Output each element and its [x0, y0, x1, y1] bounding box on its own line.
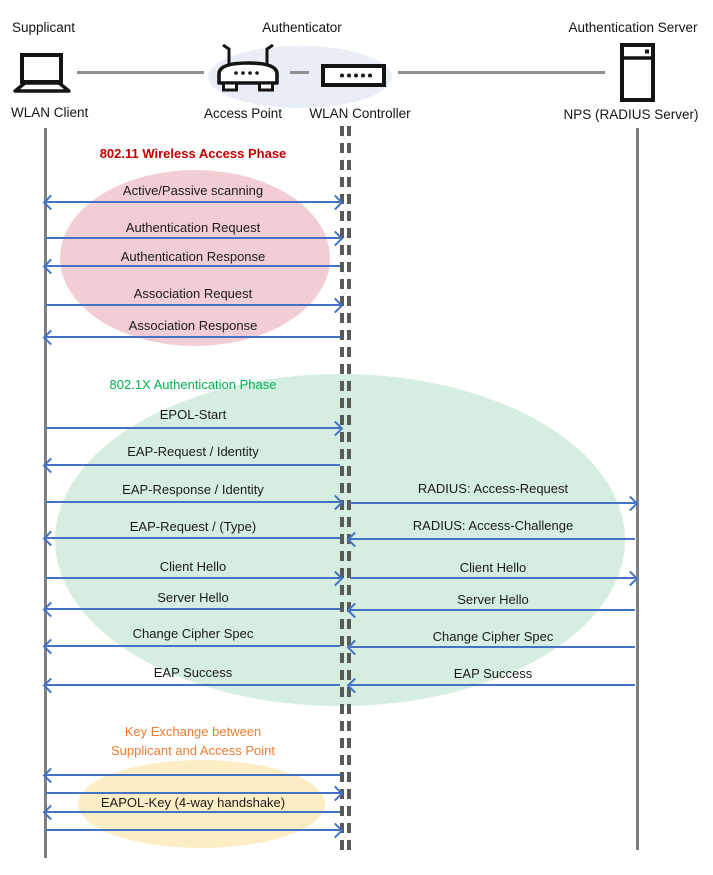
server-lifeline: [636, 128, 639, 850]
message-label-server-hello-right: Server Hello: [457, 592, 529, 607]
connector-controller-server: [398, 71, 605, 74]
label-access-point: Access Point: [203, 106, 283, 121]
message-label-client-hello-left: Client Hello: [159, 559, 227, 574]
arrow-client-hello-left: [46, 577, 340, 579]
arrow-radius-access-request: [350, 502, 635, 504]
message-label-authentication-response: Authentication Response: [120, 249, 266, 264]
arrow-eap-success-left: [46, 684, 340, 686]
message-label-eap-success-left: EAP Success: [153, 665, 233, 680]
arrow-server-hello-left: [46, 608, 340, 610]
laptop-icon: [13, 53, 71, 93]
phase1-ellipse: [60, 170, 330, 346]
arrow-epol-start: [46, 427, 340, 429]
message-label-eap-request-identity: EAP-Request / Identity: [127, 444, 259, 459]
wlan-controller-icon: [321, 64, 386, 87]
message-label-eap-request-type: EAP-Request / (Type): [129, 519, 257, 534]
phase3-title-line1: Key Exchange between: [124, 724, 262, 739]
server-icon: [620, 43, 655, 102]
arrow-authentication-request: [46, 237, 340, 239]
connector-client-ap: [77, 71, 204, 74]
message-label-change-cipher-spec-right: Change Cipher Spec: [432, 629, 554, 644]
message-label-radius-access-request: RADIUS: Access-Request: [417, 481, 569, 496]
arrow-authentication-response: [46, 265, 340, 267]
message-label-eap-response-identity: EAP-Response / Identity: [122, 482, 264, 497]
arrow-eapol-key-1: [46, 774, 340, 776]
arrow-association-response: [46, 336, 340, 338]
arrow-eapol-key-2: [46, 792, 340, 794]
message-label-server-hello-left: Server Hello: [157, 590, 229, 605]
role-authenticator: Authenticator: [262, 20, 342, 35]
arrow-change-cipher-spec-left: [46, 645, 340, 647]
arrow-eapol-key-4: [46, 829, 340, 831]
role-authentication-server: Authentication Server: [568, 20, 698, 35]
message-label-radius-access-challenge: RADIUS: Access-Challenge: [412, 518, 574, 533]
label-wlan-client: WLAN Client: [11, 105, 89, 120]
arrow-eap-success-right: [350, 684, 635, 686]
phase1-title: 802.11 Wireless Access Phase: [99, 146, 287, 161]
label-wlan-controller: WLAN Controller: [309, 106, 411, 121]
arrow-eapol-key-3: [46, 811, 340, 813]
supplicant-lifeline: [44, 128, 47, 858]
arrow-association-request: [46, 304, 340, 306]
phase2-title: 802.1X Authentication Phase: [109, 377, 277, 392]
message-label-authentication-request: Authentication Request: [125, 220, 261, 235]
label-nps-radius-server: NPS (RADIUS Server): [563, 107, 699, 122]
arrow-radius-access-challenge: [350, 538, 635, 540]
message-label-association-response: Association Response: [128, 318, 258, 333]
arrow-eap-request-type: [46, 537, 340, 539]
arrow-eap-request-identity: [46, 464, 340, 466]
arrow-scanning: [46, 201, 340, 203]
access-point-icon: [217, 44, 279, 92]
message-label-epol-start: EPOL-Start: [159, 407, 227, 422]
arrow-eap-response-identity: [46, 501, 340, 503]
connector-ap-controller: [290, 71, 309, 74]
phase3-title: Key Exchange between Supplicant and Acce…: [45, 722, 341, 760]
message-label-change-cipher-spec-left: Change Cipher Spec: [132, 626, 254, 641]
authenticator-lifeline-dash-1: [340, 126, 344, 853]
message-label-association-request: Association Request: [133, 286, 253, 301]
phase3-title-line2: Supplicant and Access Point: [110, 743, 276, 758]
role-supplicant: Supplicant: [12, 20, 76, 35]
authenticator-lifeline-dash-2: [347, 126, 351, 853]
arrow-client-hello-right: [350, 577, 635, 579]
message-label-client-hello-right: Client Hello: [459, 560, 527, 575]
arrow-change-cipher-spec-right: [350, 646, 635, 648]
message-label-eapol-key: EAPOL-Key (4-way handshake): [100, 795, 286, 810]
message-label-scanning: Active/Passive scanning: [122, 183, 264, 198]
message-label-eap-success-right: EAP Success: [453, 666, 533, 681]
arrow-server-hello-right: [350, 609, 635, 611]
